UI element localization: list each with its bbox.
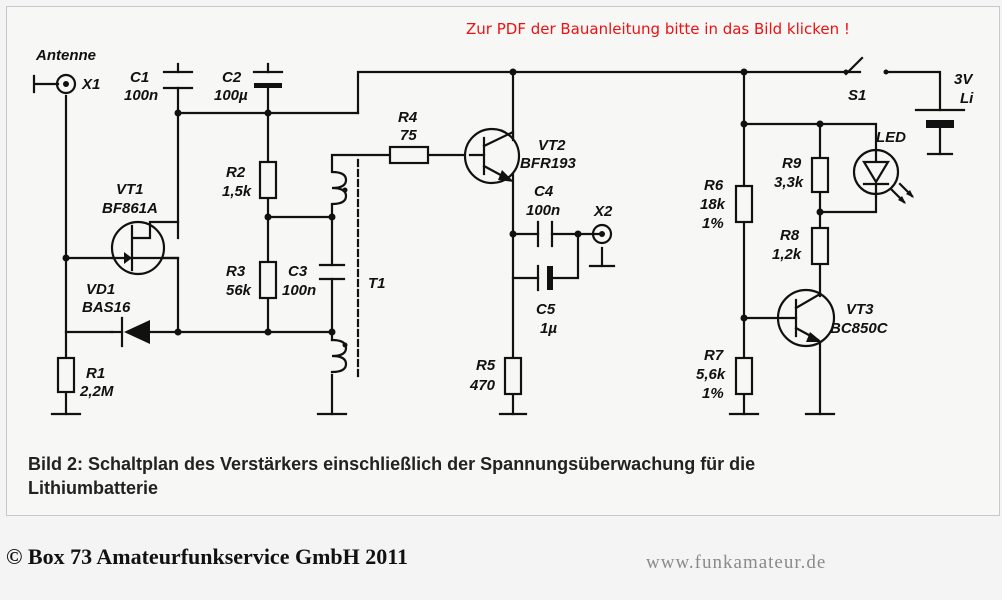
s1-ref: S1	[848, 87, 866, 104]
capacitor-c5	[536, 264, 553, 292]
r9-value: 3,3k	[774, 174, 804, 191]
vt1-type: BF861A	[102, 200, 158, 217]
resistor-r8	[810, 226, 830, 266]
r1-value: 2,2M	[79, 383, 114, 400]
r3-value: 56k	[226, 282, 252, 299]
c2-ref: C2	[222, 69, 242, 86]
vd1-ref: VD1	[86, 281, 115, 298]
capacitor-c2	[252, 70, 284, 88]
r7-ref: R7	[704, 347, 724, 364]
antenna-label: Antenne	[35, 47, 96, 64]
r5-value: 470	[469, 377, 496, 394]
r6-value: 18k	[700, 196, 726, 213]
r3-ref: R3	[226, 263, 246, 280]
resistor-r2	[258, 160, 278, 200]
x1-label: X1	[81, 76, 100, 93]
c3-value: 100n	[282, 282, 316, 299]
junction-dots	[62, 68, 824, 336]
pdf-link-hint[interactable]: Zur PDF der Bauanleitung bitte in das Bi…	[466, 20, 850, 38]
resistor-r6	[734, 184, 754, 224]
c3-ref: C3	[288, 263, 308, 280]
c5-ref: C5	[536, 301, 556, 318]
resistor-r3	[258, 260, 278, 300]
website-link[interactable]: www.funkamateur.de	[646, 552, 827, 573]
switch-s1	[843, 56, 889, 76]
c2-value: 100µ	[214, 87, 248, 104]
r7-tolerance: 1%	[702, 385, 724, 402]
vt1-ref: VT1	[116, 181, 144, 198]
r1-ref: R1	[86, 365, 105, 382]
transistor-vt3	[776, 288, 836, 348]
figure-caption: Bild 2: Schaltplan des Verstärkers einsc…	[28, 452, 988, 500]
vt3-ref: VT3	[846, 301, 874, 318]
capacitor-c4	[536, 220, 554, 248]
x2-ref: X2	[593, 203, 613, 220]
vt2-type: BFR193	[520, 155, 577, 172]
c4-ref: C4	[534, 183, 554, 200]
r2-ref: R2	[226, 164, 246, 181]
r7-value: 5,6k	[696, 366, 726, 383]
t1-ref: T1	[368, 275, 386, 292]
ground-symbols	[50, 264, 836, 416]
vd1-type: BAS16	[82, 299, 131, 316]
r8-ref: R8	[780, 227, 800, 244]
c1-ref: C1	[130, 69, 149, 86]
c1-value: 100n	[124, 87, 158, 104]
battery-voltage: 3V	[954, 71, 974, 88]
capacitor-c1	[162, 70, 194, 90]
resistor-r9	[810, 156, 830, 194]
c4-value: 100n	[526, 202, 560, 219]
transformer-t1	[330, 158, 360, 380]
capacitor-c3	[318, 263, 346, 281]
output-connector-x2	[591, 223, 613, 245]
copyright-notice: © Box 73 Amateurfunkservice GmbH 2011	[6, 544, 409, 569]
r8-value: 1,2k	[772, 246, 802, 263]
vt3-type: BC850C	[830, 320, 889, 337]
c5-value: 1µ	[540, 320, 557, 337]
fet-vt1	[110, 220, 180, 276]
caption-line-1: Bild 2: Schaltplan des Verstärkers einsc…	[28, 454, 756, 474]
battery-type: Li	[960, 90, 974, 107]
r4-value: 75	[400, 127, 417, 144]
schematic-image-link[interactable]	[6, 6, 1000, 516]
r6-ref: R6	[704, 177, 724, 194]
resistor-r5	[503, 356, 523, 396]
r9-ref: R9	[782, 155, 802, 172]
r4-ref: R4	[398, 109, 418, 126]
resistor-r1	[56, 356, 76, 394]
antenna-connector-x1	[55, 73, 77, 95]
vt2-ref: VT2	[538, 137, 566, 154]
r2-value: 1,5k	[222, 183, 252, 200]
r6-tolerance: 1%	[702, 215, 724, 232]
r5-ref: R5	[476, 357, 496, 374]
resistor-r4	[388, 145, 430, 165]
caption-line-2: Lithiumbatterie	[28, 478, 159, 498]
led-indicator	[852, 148, 914, 204]
resistor-r7	[734, 356, 754, 396]
transistor-vt2	[463, 127, 521, 185]
diode-vd1	[110, 316, 150, 348]
schematic-diagram: Antenne X1 C1 100n C2 100µ VT1 BF861A VD…	[32, 47, 974, 416]
led-label: LED	[876, 129, 906, 146]
battery	[914, 108, 966, 156]
